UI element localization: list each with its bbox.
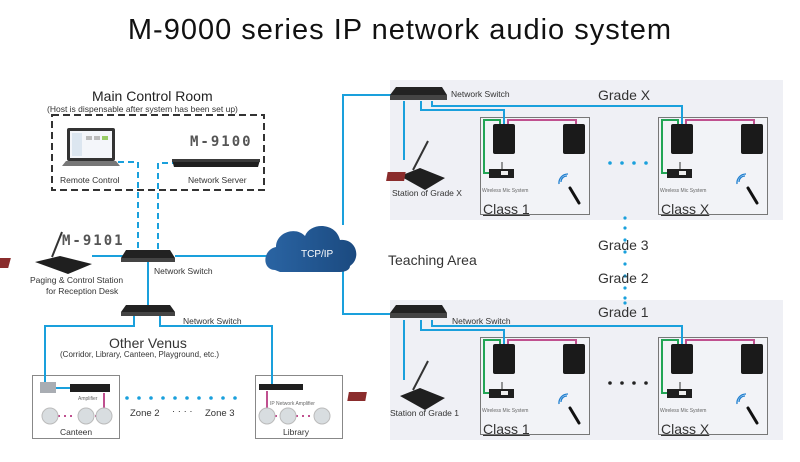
grades-dotted-line xyxy=(623,216,627,305)
handheld-mic-icons xyxy=(568,186,759,425)
paging-station-icons xyxy=(0,140,445,410)
diagram-title: M-9000 series IP network audio system xyxy=(127,14,673,46)
library-devices xyxy=(258,384,331,425)
reception-label-line2: for Reception Desk xyxy=(46,286,119,296)
wireless-label: Wireless Mic System xyxy=(660,188,707,194)
canteen-devices xyxy=(40,382,113,425)
reception-model-label: M-9101 xyxy=(62,233,125,249)
switch2-label: Network Switch xyxy=(183,316,242,326)
cloud-to-grade1-line xyxy=(342,268,395,315)
grade-x-station-label: Station of Grade X xyxy=(392,188,462,198)
wireless-label: Wireless Mic System xyxy=(660,408,707,414)
switch1-label: Network Switch xyxy=(154,266,213,276)
grade1-class-dots xyxy=(608,381,648,385)
remote-to-switch-line xyxy=(118,161,139,250)
grade-3-label: Grade 3 xyxy=(598,237,649,253)
wireless-receiver-icons xyxy=(489,162,692,398)
gradex-class-dots xyxy=(608,161,648,165)
cloud-label: TCP/IP xyxy=(301,249,334,260)
network-server-label: Network Server xyxy=(188,175,247,185)
grade-2-label: Grade 2 xyxy=(598,270,649,286)
class-label: Class X xyxy=(661,421,710,437)
zone-3-label: Zone 3 xyxy=(205,408,235,419)
main-control-room-note: (Host is dispensable after system has be… xyxy=(47,104,238,114)
switch2-to-canteen-line xyxy=(44,315,135,383)
grade-1-title: Grade 1 xyxy=(598,304,649,320)
server-to-switch-line xyxy=(157,162,178,250)
class-label: Class X xyxy=(661,201,710,217)
reception-label-line1: Paging & Control Station xyxy=(30,275,124,285)
wireless-label: Wireless Mic System xyxy=(482,188,529,194)
class-label: Class 1 xyxy=(483,421,530,437)
class-label: Class 1 xyxy=(483,201,530,217)
cloud-to-gradex-line xyxy=(342,94,395,225)
wifi-signal-icons xyxy=(558,173,747,405)
teaching-area-label: Teaching Area xyxy=(388,252,477,268)
network-switch-icons xyxy=(121,87,447,318)
other-venues-note: (Corridor, Library, Canteen, Playground,… xyxy=(60,350,220,359)
grade-1-switch-label: Network Switch xyxy=(452,316,511,326)
library-label: Library xyxy=(283,427,309,437)
grade-1-station-label: Station of Grade 1 xyxy=(390,408,459,418)
switch2-to-library-line xyxy=(159,315,273,385)
network-server-icon xyxy=(172,159,260,167)
class-wiring xyxy=(58,119,755,417)
canteen-label: Canteen xyxy=(60,427,93,437)
grade-x-switch-label: Network Switch xyxy=(451,89,510,99)
network-lines xyxy=(44,94,683,389)
main-control-room-border xyxy=(51,114,265,191)
speaker-icons xyxy=(493,124,763,374)
canteen-amplifier-label: Amplifier xyxy=(78,396,98,402)
laptop-icon xyxy=(62,128,120,166)
library-amplifier-label: IP Network Amplifier xyxy=(270,401,315,407)
zone-2-label: Zone 2 xyxy=(130,408,160,419)
other-venues-heading: Other Venus xyxy=(109,335,187,351)
grade-x-title: Grade X xyxy=(598,87,651,103)
remote-control-label: Remote Control xyxy=(60,175,120,185)
main-control-room-heading: Main Control Room xyxy=(92,88,213,104)
tcp-ip-cloud xyxy=(265,225,357,272)
wireless-label: Wireless Mic System xyxy=(482,408,529,414)
zone-dots xyxy=(125,396,237,400)
server-model-label: M-9100 xyxy=(190,134,253,150)
zone-ellipsis: · · · · xyxy=(172,406,193,417)
